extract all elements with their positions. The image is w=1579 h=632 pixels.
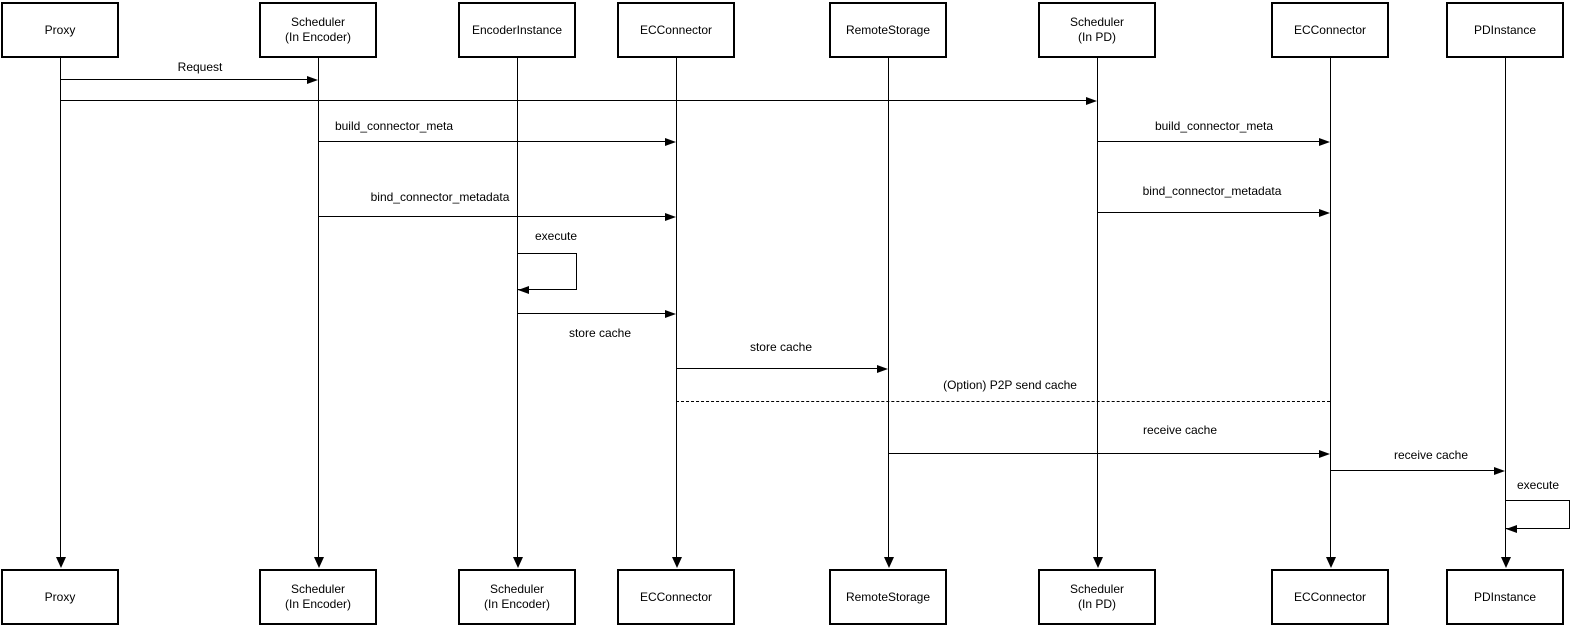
participant-bottom-ecconnector-pd: ECConnector (1271, 569, 1389, 625)
arrowhead (877, 364, 888, 373)
participant-top-scheduler-encoder: Scheduler (In Encoder) (259, 2, 377, 58)
message-arrow-proxy-to-scheduler-pd (60, 100, 1086, 101)
lifeline-end-arrow (512, 557, 523, 568)
lifeline-end-arrow (1325, 557, 1336, 568)
participant-label: Scheduler (In PD) (1069, 15, 1125, 44)
message-label-store-cache-1: store cache (567, 326, 633, 340)
message-label-bind-connector-metadata-pd: bind_connector_metadata (1141, 184, 1283, 198)
message-arrow-store-cache-1 (517, 313, 665, 314)
message-arrow-bind-connector-metadata (318, 216, 665, 217)
message-label-build-connector-meta: build_connector_meta (333, 119, 455, 133)
participant-label: RemoteStorage (845, 22, 931, 37)
arrowhead (665, 212, 676, 221)
participant-label: ECConnector (1293, 589, 1367, 604)
message-label-bind-connector-metadata: bind_connector_metadata (369, 190, 511, 204)
message-arrow-receive-cache-1 (888, 453, 1319, 454)
participant-label: PDInstance (1473, 589, 1537, 604)
participant-label: Scheduler (In Encoder) (483, 582, 551, 611)
lifeline-end-arrow (55, 557, 66, 568)
participant-top-scheduler-pd: Scheduler (In PD) (1038, 2, 1156, 58)
participant-label: Scheduler (In Encoder) (284, 15, 352, 44)
participant-bottom-pdinstance: PDInstance (1446, 569, 1564, 625)
message-dashed-p2p-send-cache (676, 401, 1330, 402)
self-loop-execute-encoder (517, 253, 577, 290)
lifeline-remotestorage (887, 58, 889, 557)
participant-label: ECConnector (1293, 22, 1367, 37)
participant-bottom-scheduler-encoder: Scheduler (In Encoder) (259, 569, 377, 625)
self-loop-execute-pd (1505, 500, 1570, 529)
participant-top-ecconnector: ECConnector (617, 2, 735, 58)
message-arrow-build-connector-meta-pd (1097, 141, 1319, 142)
participant-label: PDInstance (1473, 22, 1537, 37)
participant-label: Scheduler (In PD) (1069, 582, 1125, 611)
participant-label: EncoderInstance (471, 22, 563, 37)
participant-top-pdinstance: PDInstance (1446, 2, 1564, 58)
message-label-execute-pd: execute (1515, 478, 1561, 492)
lifeline-encoderinstance (516, 58, 518, 557)
arrowhead (1319, 137, 1330, 146)
lifeline-scheduler-pd (1096, 58, 1098, 557)
message-label-receive-cache-2: receive cache (1392, 448, 1470, 462)
message-arrow-request (60, 79, 307, 80)
arrowhead (1494, 466, 1505, 475)
message-arrow-build-connector-meta (318, 141, 665, 142)
lifeline-end-arrow (671, 557, 682, 568)
lifeline-end-arrow (1500, 557, 1511, 568)
message-arrow-receive-cache-2 (1330, 470, 1494, 471)
lifeline-ecconnector (675, 58, 677, 557)
arrowhead (1319, 208, 1330, 217)
participant-top-ecconnector-pd: ECConnector (1271, 2, 1389, 58)
participant-label: Proxy (44, 589, 76, 604)
participant-bottom-ecconnector: ECConnector (617, 569, 735, 625)
message-label-receive-cache-1: receive cache (1141, 423, 1219, 437)
message-label-store-cache-2: store cache (748, 340, 814, 354)
message-label-request: Request (176, 60, 224, 74)
participant-label: ECConnector (639, 589, 713, 604)
lifeline-ecconnector-pd (1329, 58, 1331, 557)
arrowhead (1506, 524, 1517, 533)
participant-label: Scheduler (In Encoder) (284, 582, 352, 611)
message-arrow-store-cache-2 (676, 368, 877, 369)
message-label-build-connector-meta-pd: build_connector_meta (1153, 119, 1275, 133)
arrowhead (665, 309, 676, 318)
message-arrow-bind-connector-metadata-pd (1097, 212, 1319, 213)
lifeline-scheduler-encoder (317, 58, 319, 557)
participant-bottom-scheduler-encoder-2: Scheduler (In Encoder) (458, 569, 576, 625)
arrowhead (518, 285, 529, 294)
participant-label: RemoteStorage (845, 589, 931, 604)
participant-label: ECConnector (639, 22, 713, 37)
lifeline-end-arrow (1092, 557, 1103, 568)
arrowhead (665, 137, 676, 146)
lifeline-pdinstance (1504, 58, 1506, 557)
participant-label: Proxy (44, 22, 76, 37)
message-label-execute-encoder: execute (533, 229, 579, 243)
participant-bottom-remotestorage: RemoteStorage (829, 569, 947, 625)
participant-top-proxy: Proxy (1, 2, 119, 58)
arrowhead (1319, 449, 1330, 458)
arrowhead (307, 75, 318, 84)
lifeline-end-arrow (313, 557, 324, 568)
participant-bottom-proxy: Proxy (1, 569, 119, 625)
participant-top-encoderinstance: EncoderInstance (458, 2, 576, 58)
participant-bottom-scheduler-pd: Scheduler (In PD) (1038, 569, 1156, 625)
message-label-p2p-send-cache: (Option) P2P send cache (942, 378, 1078, 392)
lifeline-proxy (59, 58, 61, 557)
arrowhead (1086, 96, 1097, 105)
lifeline-end-arrow (883, 557, 894, 568)
participant-top-remotestorage: RemoteStorage (829, 2, 947, 58)
